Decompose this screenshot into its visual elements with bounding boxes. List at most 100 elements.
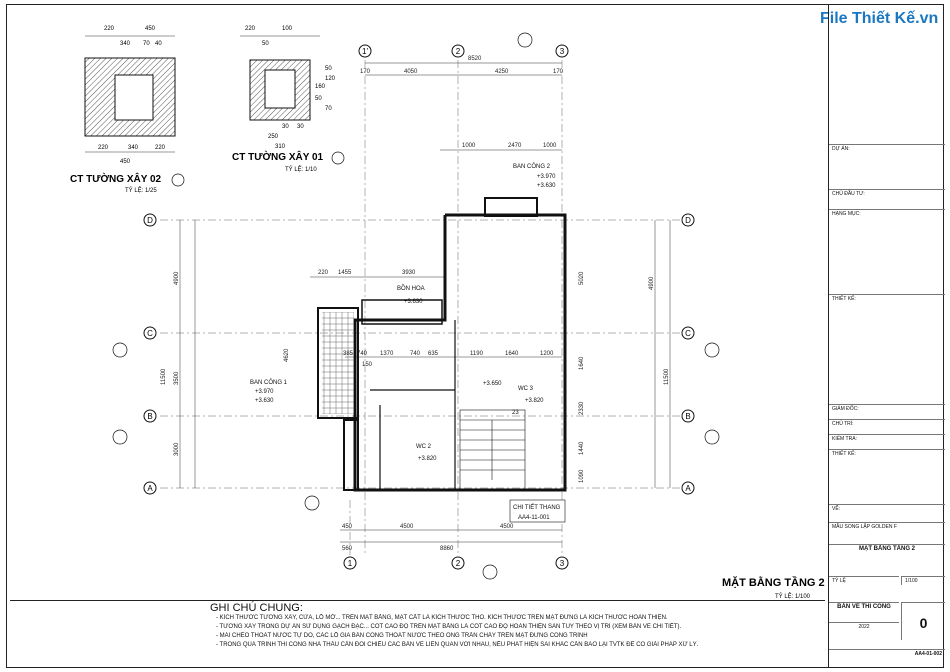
dim-text: 1440 — [579, 441, 585, 455]
tb-row: GIÁM ĐỐC: — [829, 404, 945, 413]
grid-label: C — [147, 329, 153, 338]
dim-text: 450 — [145, 26, 156, 32]
dim-text: 4900 — [174, 271, 180, 285]
dim-text: 50 — [315, 96, 322, 102]
dim-text: 220 — [155, 145, 166, 151]
dim-text: 100 — [282, 26, 293, 32]
dim-text: 740 — [357, 351, 368, 357]
dim-text: 1000 — [543, 143, 557, 149]
stair — [459, 409, 526, 491]
dim-text: 8520 — [468, 56, 482, 62]
grid-label: 2 — [456, 47, 461, 56]
dim-text: 70 — [325, 106, 332, 112]
dim-text: 2470 — [508, 143, 522, 149]
level-text: +3.630 — [537, 183, 556, 189]
walls — [317, 197, 567, 492]
dim-text: 220 — [104, 26, 115, 32]
note-item: - MÁI CHÉO THOÁT NƯỚC TỰ DO, CÁC LỖ GIA … — [216, 633, 588, 639]
dim-text: 250 — [268, 134, 279, 140]
tb-scale: 1/100 — [901, 576, 945, 585]
label-ban-cong-2: BAN CÔNG 2 — [513, 163, 551, 170]
tb-stage: BẢN VẼ THI CÔNG — [829, 602, 899, 611]
level-text: +3.630 — [255, 398, 274, 404]
tb-row: HẠNG MỤC: — [829, 209, 945, 218]
label-wc2: WC 2 — [416, 444, 432, 450]
grid-label: C — [685, 329, 691, 338]
note-item: - TRONG QUÁ TRÌNH THI CÔNG NHÀ THẦU CẦN … — [216, 642, 699, 648]
tb-project: MẪU SONG LẬP GOLDEN F — [829, 522, 945, 531]
dim-text: 1640 — [579, 356, 585, 370]
level-text: +3.970 — [255, 389, 274, 395]
level-text: +3.630 — [404, 299, 423, 305]
grid-label: 1 — [348, 559, 353, 568]
dim-text: 560 — [342, 546, 353, 552]
dim-text: 160 — [315, 84, 326, 90]
grid-lines — [160, 60, 680, 555]
wall-detail-02: 220 450 340 70 40 220 340 220 450 CT TƯỜ… — [70, 26, 185, 194]
section-markers — [112, 32, 720, 580]
detail-title: CT TƯỜNG XÂY 01 — [232, 150, 324, 163]
grid-bubbles: 1' 2 3 1 2 3 D C B A D C B A — [143, 44, 695, 570]
grid-label: B — [685, 412, 690, 421]
level-text: +3.650 — [483, 381, 502, 387]
dim-text: 70 — [143, 41, 150, 47]
detail-scale: TỶ LỆ: 1/10 — [285, 165, 317, 173]
tb-scale-label: TỶ LỆ — [829, 576, 899, 585]
dim-text: 30 — [297, 124, 304, 130]
level-text: +3.970 — [537, 174, 556, 180]
level-text: +3.820 — [525, 398, 544, 404]
dim-text: 150 — [362, 362, 373, 368]
grid-label: 3 — [560, 559, 565, 568]
dim-text: 50 — [262, 41, 269, 47]
dim-text: 4900 — [649, 276, 655, 290]
tb-row: DỰ ÁN: — [829, 144, 945, 153]
notes-heading: GHI CHÚ CHUNG: — [210, 602, 303, 614]
dim-text: 1455 — [338, 270, 352, 276]
dim-text: 4050 — [404, 69, 418, 75]
dim-text: 1090 — [579, 469, 585, 483]
tb-row: THIẾT KẾ: — [829, 449, 945, 458]
stair-number: 23 — [512, 410, 519, 416]
dim-text: 170 — [553, 69, 564, 75]
tb-drawing-no: AA4-01-002 — [829, 649, 945, 658]
watermark-logo: File Thiết Kế.vn — [820, 10, 939, 27]
dim-text: 4250 — [495, 69, 509, 75]
dim-text: 220 — [318, 270, 329, 276]
balcony-1-floor — [322, 312, 354, 414]
dimension-lines — [179, 62, 671, 543]
dim-text: 220 — [98, 145, 109, 151]
tb-row: CHỦ TRÌ: — [829, 419, 945, 428]
tb-row: THIẾT KẾ: — [829, 294, 945, 303]
dim-text: 3000 — [174, 442, 180, 456]
dim-text: 11500 — [664, 368, 670, 385]
grid-label: 2 — [456, 559, 461, 568]
label-ban-cong-1: BAN CÔNG 1 — [250, 379, 288, 386]
dim-text: 3500 — [174, 371, 180, 385]
grid-label: 3 — [560, 47, 565, 56]
detail-title: CT TƯỜNG XÂY 02 — [70, 172, 162, 185]
detail-scale: TỶ LỆ: 1/25 — [125, 186, 157, 194]
grid-label: A — [147, 484, 153, 493]
dim-text: 1000 — [462, 143, 476, 149]
dim-text: 1370 — [380, 351, 394, 357]
general-notes: GHI CHÚ CHUNG: - KÍCH THƯỚC TƯỜNG XÂY, C… — [10, 600, 825, 667]
grid-label: A — [685, 484, 691, 493]
label-bon-hoa: BỒN HOA — [397, 285, 425, 292]
dim-text: 50 — [325, 66, 332, 72]
dim-text: 30 — [282, 124, 289, 130]
dim-text: 1640 — [505, 351, 519, 357]
title-block: DỰ ÁN: CHỦ ĐẦU TƯ: HẠNG MỤC: THIẾT KẾ: G… — [828, 4, 945, 668]
dim-text: 2330 — [579, 401, 585, 415]
tb-row: KIỂM TRA: — [829, 434, 945, 443]
dim-text: 740 — [410, 351, 421, 357]
dim-text: 220 — [245, 26, 256, 32]
dim-text: 4500 — [500, 524, 514, 530]
tb-revision: 0 — [901, 602, 945, 640]
dim-text: 1190 — [470, 351, 484, 357]
dim-text: 310 — [275, 144, 286, 150]
note-item: - TƯỜNG XÂY TRONG DỰ ÁN SỬ DỤNG GẠCH ĐẶC… — [216, 624, 682, 630]
level-text: +3.820 — [418, 456, 437, 462]
dim-text: 120 — [325, 76, 336, 82]
grid-label: D — [147, 216, 153, 225]
dim-text: 635 — [428, 351, 439, 357]
